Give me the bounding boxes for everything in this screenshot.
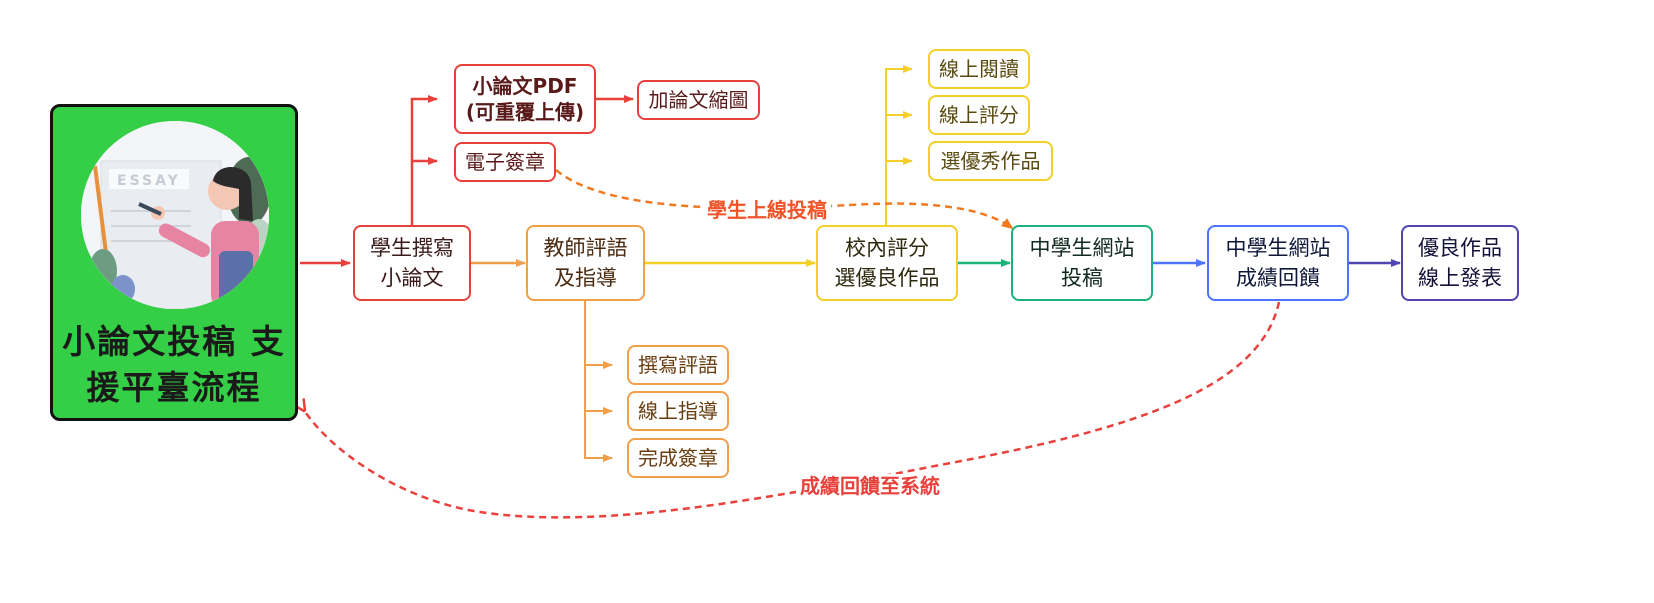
edge-review-branch — [885, 65, 913, 225]
node-online-reading-label: 線上閱讀 — [939, 57, 1019, 81]
node-pdf-upload-sub-label: (可重覆上傳) — [465, 100, 585, 124]
node-online-scoring[interactable]: 線上評分 — [928, 95, 1030, 135]
node-site-feedback[interactable]: 中學生網站 成績回饋 — [1207, 225, 1349, 301]
node-write-comment-label: 撰寫評語 — [638, 353, 718, 377]
node-e-signature-label: 電子簽章 — [465, 150, 545, 174]
node-pdf-upload-main-label: 小論文PDF — [472, 74, 578, 98]
essay-sign-text: ESSAY — [117, 173, 181, 189]
edge-teacher-branch — [584, 301, 613, 462]
node-publish[interactable]: 優良作品 線上發表 — [1401, 225, 1519, 301]
node-complete-signature[interactable]: 完成簽章 — [627, 438, 729, 478]
node-select-excellent[interactable]: 選優秀作品 — [928, 141, 1053, 181]
edge-student-branch — [410, 95, 438, 225]
edge-esign-to-submit-dashed — [555, 169, 1014, 230]
node-site-feedback-label: 中學生網站 成績回饋 — [1225, 236, 1331, 290]
node-write-comment[interactable]: 撰寫評語 — [627, 345, 729, 385]
node-add-thumbnail[interactable]: 加論文縮圖 — [637, 80, 760, 120]
node-student-write-label: 學生撰寫 小論文 — [370, 236, 454, 290]
node-publish-label: 優良作品 線上發表 — [1418, 236, 1502, 290]
node-teacher-comment[interactable]: 教師評語 及指導 — [526, 225, 645, 301]
edge-feedback-to-panel-dashed — [304, 301, 1281, 519]
edge-label-score-feedback: 成績回饋至系統 — [796, 474, 944, 498]
node-add-thumbnail-label: 加論文縮圖 — [648, 88, 749, 112]
main-title-panel: ESSAY 小論文投稿 支援平臺流程 — [50, 104, 298, 421]
node-teacher-comment-label: 教師評語 及指導 — [543, 236, 628, 290]
node-site-submit-label: 中學生網站 投稿 — [1029, 236, 1135, 290]
node-student-write[interactable]: 學生撰寫 小論文 — [353, 225, 471, 301]
node-online-reading[interactable]: 線上閱讀 — [928, 49, 1030, 89]
node-school-review[interactable]: 校內評分 選優良作品 — [816, 225, 958, 301]
node-e-signature[interactable]: 電子簽章 — [454, 142, 556, 182]
node-site-submit[interactable]: 中學生網站 投稿 — [1011, 225, 1153, 301]
node-online-guidance[interactable]: 線上指導 — [627, 391, 729, 431]
essay-writing-illustration: ESSAY — [81, 121, 269, 309]
edge-label-student-online-submit: 學生上線投稿 — [703, 198, 831, 222]
node-pdf-upload[interactable]: 小論文PDF (可重覆上傳) — [454, 64, 596, 134]
node-online-guidance-label: 線上指導 — [638, 399, 718, 423]
node-school-review-label: 校內評分 選優良作品 — [834, 236, 940, 290]
node-online-scoring-label: 線上評分 — [939, 103, 1019, 127]
platform-title: 小論文投稿 支援平臺流程 — [62, 322, 286, 407]
node-complete-signature-label: 完成簽章 — [638, 446, 718, 470]
node-select-excellent-label: 選優秀作品 — [940, 149, 1041, 173]
